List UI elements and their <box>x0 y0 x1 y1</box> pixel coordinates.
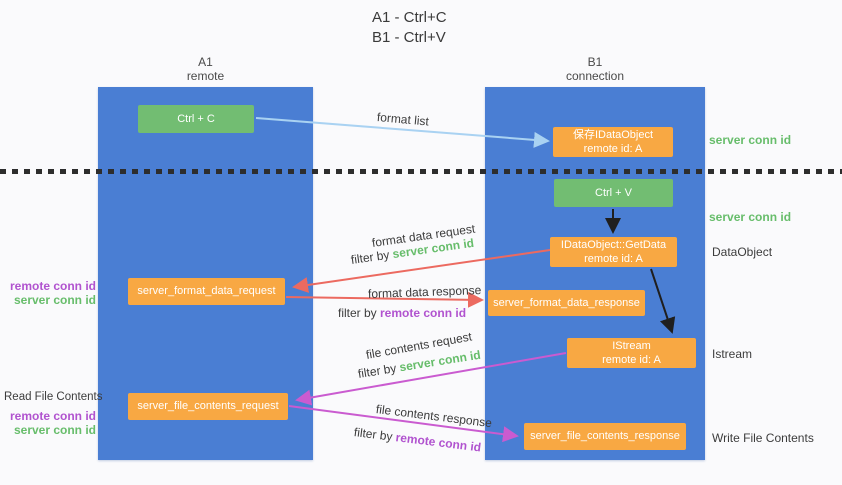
server-file-contents-response-node: server_file_contents_response <box>524 423 686 450</box>
right-column-header: B1 connection <box>485 55 705 84</box>
ctrl-c-node: Ctrl + C <box>138 105 254 133</box>
ctrl-v-label: Ctrl + V <box>595 186 632 199</box>
istream-remote-id: remote id: A <box>602 354 661 366</box>
file-response-label: server_file_contents_response <box>530 430 680 443</box>
left-column-name: remote <box>186 69 225 84</box>
ctrl-c-label: Ctrl + C <box>177 112 215 125</box>
format-data-response-filter-label: filter by remote conn id <box>338 306 466 320</box>
format-data-response-label: format data response <box>367 283 482 301</box>
remote-conn-id-key: remote conn id <box>380 306 467 320</box>
save-idataobject-node: 保存IDataObject remote id: A <box>553 127 673 157</box>
file-contents-response-label: file contents response <box>375 402 493 431</box>
save-idataobject-title: 保存IDataObject <box>572 128 654 141</box>
format-request-label: server_format_data_request <box>137 285 276 298</box>
filter-by-text: filter by <box>350 247 394 267</box>
machine-boundary-dotted-line <box>0 169 842 174</box>
remote-conn-id-annotation: remote conn id <box>9 409 96 423</box>
istream-annotation: Istream <box>712 347 753 361</box>
server-file-contents-request-node: server_file_contents_request <box>128 393 288 420</box>
left-mid-conn-id-annotations: remote conn id server conn id <box>0 279 96 307</box>
right-column-name: connection <box>565 69 625 84</box>
getdata-title: IDataObject::GetData <box>560 238 667 251</box>
left-bottom-conn-id-annotations: remote conn id server conn id <box>0 409 96 437</box>
title-line-ctrl-c: A1 - Ctrl+C <box>372 9 447 26</box>
idataobject-getdata-node: IDataObject::GetData remote id: A <box>550 237 677 267</box>
format-list-label: format list <box>376 110 430 129</box>
left-column-id: A1 <box>198 55 213 69</box>
ctrl-v-node: Ctrl + V <box>554 179 673 207</box>
getdata-remote-id: remote id: A <box>584 253 643 265</box>
dataobject-annotation: DataObject <box>712 245 773 259</box>
server-conn-id-annotation: server conn id <box>13 423 96 438</box>
write-file-contents-annotation: Write File Contents <box>712 431 814 445</box>
remote-conn-id-annotation: remote conn id <box>9 279 96 293</box>
server-format-data-response-node: server_format_data_response <box>488 290 645 316</box>
format-response-label: server_format_data_response <box>493 296 640 309</box>
left-column-header: A1 remote <box>98 55 313 84</box>
file-request-label: server_file_contents_request <box>137 400 279 413</box>
title-line-ctrl-v: B1 - Ctrl+V <box>372 29 446 47</box>
file-contents-response-filter-label: filter by remote conn id <box>353 425 482 454</box>
server-conn-id-annotation-top: server conn id <box>709 133 792 147</box>
server-format-data-request-node: server_format_data_request <box>128 278 285 305</box>
diagram-title: A1 - Ctrl+C B1 - Ctrl+V <box>372 8 447 49</box>
read-file-contents-annotation: Read File Contents <box>4 391 103 403</box>
right-column-id: B1 <box>587 55 603 69</box>
filter-by-text: filter by <box>338 306 381 320</box>
filter-by-text: filter by <box>353 425 397 445</box>
server-conn-id-annotation-mid: server conn id <box>709 210 792 224</box>
istream-title: IStream <box>612 339 651 352</box>
save-idataobject-remote-id: remote id: A <box>583 143 643 155</box>
server-conn-id-annotation: server conn id <box>13 293 96 308</box>
remote-conn-id-key: remote conn id <box>394 430 482 455</box>
filter-by-text: filter by <box>356 360 401 381</box>
istream-node: IStream remote id: A <box>567 338 696 368</box>
